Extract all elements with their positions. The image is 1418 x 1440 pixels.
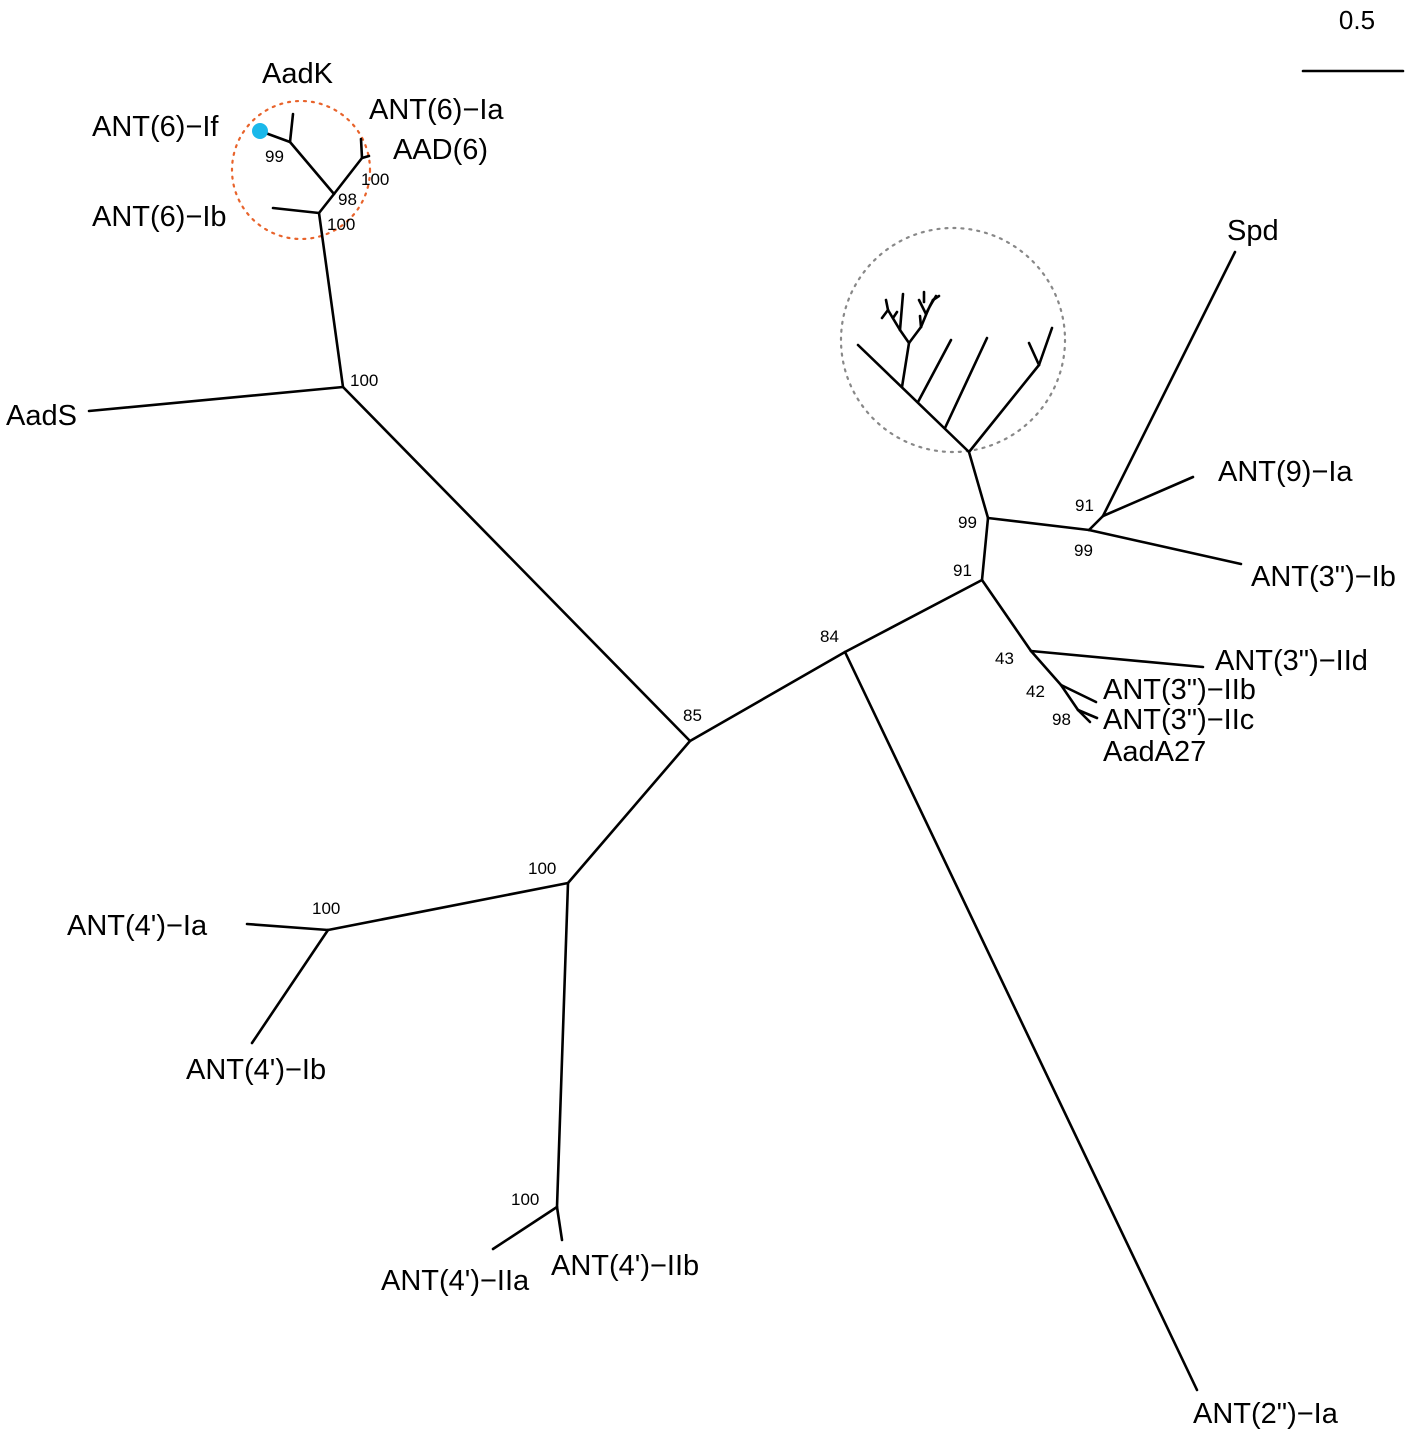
collapsed-inner-b4 bbox=[917, 298, 928, 316]
branch-aad6 bbox=[360, 154, 371, 160]
collapsed-clade-branches bbox=[856, 290, 1054, 454]
support-iic-node: 98 bbox=[1052, 710, 1071, 729]
support-iid-node: 43 bbox=[995, 649, 1014, 668]
taxon-aada27: AadA27 bbox=[1103, 736, 1206, 768]
taxon-ant6-ib: ANT(6)−Ib bbox=[92, 201, 227, 233]
branch-ant3-iib bbox=[1059, 683, 1098, 704]
collapsed-inner-a5 bbox=[891, 310, 899, 320]
support-ant4-i: 100 bbox=[312, 899, 340, 918]
taxon-aads: AadS bbox=[6, 400, 77, 432]
taxon-ant6-ia: ANT(6)−Ia bbox=[369, 94, 504, 126]
branch-ant3-ib bbox=[1087, 528, 1243, 566]
branch-center bbox=[688, 650, 847, 743]
taxon-ant4-ia: ANT(4')−Ia bbox=[67, 910, 208, 942]
branch-ant2-ia bbox=[843, 650, 1199, 1392]
support-center-right: 84 bbox=[820, 627, 839, 646]
branch-ant6-stem bbox=[317, 211, 345, 389]
support-ant3-ib-node-99: 99 bbox=[1074, 541, 1093, 560]
taxon-aadk: AadK bbox=[262, 58, 334, 90]
taxon-ant3-iib: ANT(3")−IIb bbox=[1103, 674, 1256, 706]
collapsed-clade-highlight bbox=[839, 226, 1067, 454]
taxon-ant9-ia: ANT(9)−Ia bbox=[1218, 456, 1353, 488]
branch-ant6-ib bbox=[271, 206, 321, 215]
branch-aads bbox=[87, 385, 345, 413]
support-aad6-node: 100 bbox=[361, 170, 389, 189]
collapsed-right-a bbox=[1037, 326, 1054, 367]
collapsed-inner-a2 bbox=[886, 308, 902, 332]
taxon-spd: Spd bbox=[1227, 215, 1279, 247]
branch-center-to-ant4 bbox=[566, 739, 692, 885]
support-center-left: 85 bbox=[683, 706, 702, 725]
collapsed-root bbox=[856, 343, 971, 454]
branch-ant4-iib bbox=[555, 1205, 564, 1242]
support-spd-node-91: 91 bbox=[1075, 496, 1094, 515]
branch-to-collapsed bbox=[967, 450, 990, 520]
taxon-labels: AadK ANT(6)−Ia AAD(6) ANT(6)−If ANT(6)−I… bbox=[6, 58, 1396, 1430]
branch-aada27 bbox=[1076, 708, 1092, 724]
collapsed-tip-1 bbox=[943, 336, 989, 430]
branch-ant4-iia bbox=[491, 1205, 559, 1251]
ant6-if-marker bbox=[252, 123, 268, 139]
collapsed-tip-2 bbox=[916, 338, 953, 404]
branch-ant6-ia bbox=[359, 137, 364, 160]
support-right-91: 91 bbox=[953, 561, 972, 580]
taxon-ant4-iib: ANT(4')−IIb bbox=[551, 1250, 699, 1282]
support-iib-node: 42 bbox=[1026, 682, 1045, 701]
branch-ant4-ib bbox=[250, 928, 330, 1045]
scale-bar-label: 0.5 bbox=[1339, 5, 1375, 35]
branch-right-stem bbox=[843, 578, 984, 654]
support-ant4-ii: 100 bbox=[511, 1190, 539, 1209]
collapsed-inner-stem bbox=[900, 341, 911, 389]
taxon-ant4-ib: ANT(4')−Ib bbox=[186, 1054, 326, 1086]
collapsed-inner-b6 bbox=[931, 294, 941, 302]
taxon-ant3-ib: ANT(3")−Ib bbox=[1251, 561, 1396, 593]
branch-to-spd-node bbox=[986, 516, 1091, 532]
collapsed-inner-a1 bbox=[898, 292, 905, 332]
support-labels: 99 98 100 100 100 85 84 91 99 91 99 43 4… bbox=[265, 147, 1094, 1209]
support-right-99: 99 bbox=[958, 513, 977, 532]
branch-ant6-inner bbox=[317, 192, 336, 215]
collapsed-inner-b bbox=[907, 325, 923, 345]
taxon-ant6-if: ANT(6)−If bbox=[92, 111, 219, 143]
branch-to-iic-node bbox=[1059, 683, 1080, 712]
support-aadk-node: 98 bbox=[338, 190, 357, 209]
branch-aad6-clade bbox=[332, 156, 364, 196]
branch-spd bbox=[1101, 250, 1237, 518]
support-ant4-main: 100 bbox=[528, 859, 556, 878]
collapsed-inner-a bbox=[898, 328, 911, 345]
branch-aadk bbox=[288, 112, 295, 144]
branch-center-to-aads-node bbox=[341, 385, 692, 743]
taxon-ant3-iic: ANT(3")−IIc bbox=[1103, 704, 1254, 736]
branch-ant4-ii-stem bbox=[555, 881, 570, 1209]
aadk-clade-highlight bbox=[230, 99, 372, 241]
taxon-ant3-iid: ANT(3")−IId bbox=[1215, 645, 1368, 677]
support-aads-node: 100 bbox=[350, 371, 378, 390]
support-ant6-base: 100 bbox=[327, 215, 355, 234]
branch-ant4-ia bbox=[245, 922, 330, 932]
taxon-aad6: AAD(6) bbox=[393, 134, 488, 166]
branch-ant9-ia bbox=[1101, 475, 1195, 518]
collapsed-inner-a4 bbox=[884, 298, 890, 312]
collapsed-right-stem bbox=[967, 363, 1041, 454]
collapsed-inner-a3 bbox=[880, 308, 890, 320]
support-ant6-if-node: 99 bbox=[265, 147, 284, 166]
branch-spd-ant9 bbox=[1087, 514, 1105, 532]
branch-to-iid-node bbox=[980, 578, 1033, 653]
taxon-ant4-iia: ANT(4')−IIa bbox=[381, 1265, 530, 1297]
tree-branches bbox=[87, 112, 1243, 1392]
branch-ant4-i-stem bbox=[326, 881, 570, 932]
branch-ant6-if-clade bbox=[288, 140, 336, 196]
branch-to-99 bbox=[980, 516, 990, 582]
collapsed-right-b bbox=[1027, 341, 1041, 367]
branch-to-iib-node bbox=[1029, 649, 1063, 687]
taxon-ant2-ia: ANT(2")−Ia bbox=[1193, 1398, 1339, 1430]
branch-ant3-iid bbox=[1029, 649, 1205, 669]
